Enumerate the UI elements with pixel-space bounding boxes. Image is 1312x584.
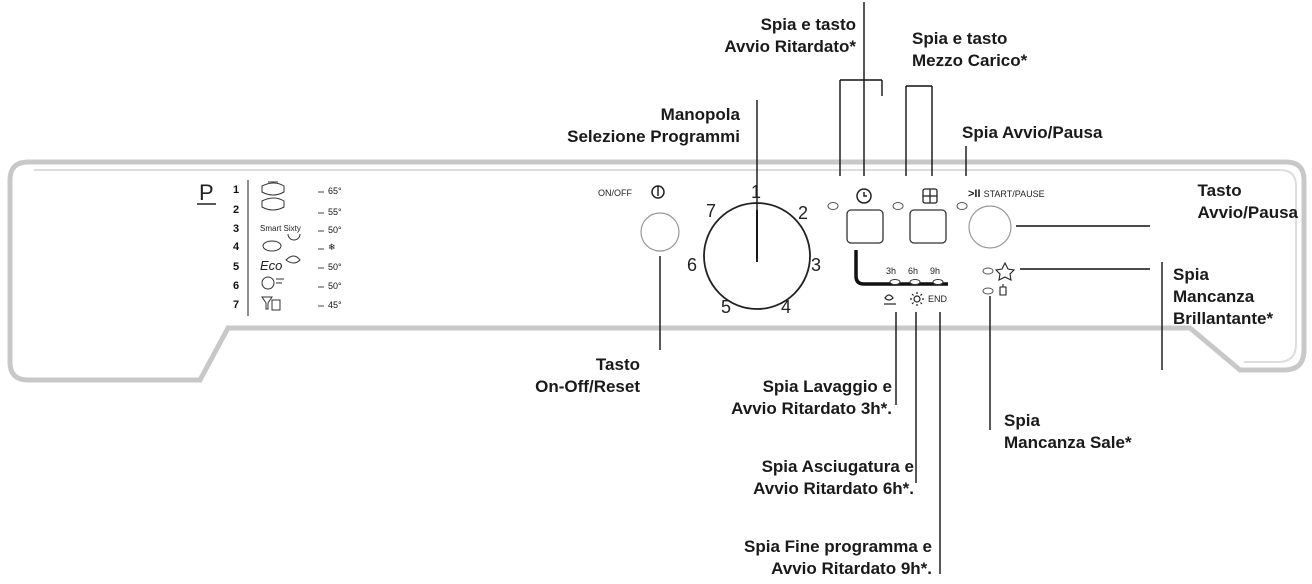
rapid-wash-icon: [287, 233, 301, 241]
wash-phase-icon: [884, 294, 896, 305]
dial-number-6: 6: [687, 255, 698, 275]
program-temp: 50°: [328, 262, 342, 272]
dial-number-7: 7: [706, 201, 717, 221]
program-number: 5: [233, 261, 240, 273]
callout-on-off-reset: Tasto On-Off/Reset: [535, 355, 640, 396]
delay-3h-label: 3h: [886, 266, 897, 276]
program-temp: 65°: [328, 186, 342, 196]
dial-number-4: 4: [781, 297, 792, 317]
program-number: 3: [233, 223, 240, 235]
delay-indicator-bar: [854, 250, 948, 286]
program-temp: 50°: [328, 281, 342, 291]
callout-wash-light: Spia Lavaggio e Avvio Ritardato 3h*.: [731, 377, 892, 418]
delay-9h-label: 9h: [930, 266, 941, 276]
callout-rinse-aid: Spia Mancanza Brillantante*: [1173, 265, 1274, 328]
dial-number-1: 1: [751, 182, 762, 202]
panel-outline: [7, 159, 1307, 383]
program-icon-text: Eco: [260, 258, 283, 273]
callout-program-selector: Manopola Selezione Programmi: [567, 105, 740, 146]
program-number: 1: [233, 184, 240, 196]
soak-icon: [262, 240, 282, 252]
dial-number-3: 3: [811, 255, 822, 275]
callout-salt: Spia Mancanza Sale*: [1004, 411, 1132, 452]
program-number: 7: [233, 299, 240, 311]
salt-icon: [999, 284, 1007, 296]
delay-6h-label: 6h: [908, 266, 919, 276]
pot-heavy-icon: [261, 181, 285, 196]
power-icon: [651, 185, 665, 199]
delay-leds: [889, 279, 944, 285]
callout-dry-light: Spia Asciugatura e Avvio Ritardato 6h*.: [753, 457, 914, 498]
leader-lines: [659, 2, 1163, 574]
dry-phase-icon: [910, 292, 924, 306]
program-number: 4: [233, 241, 240, 253]
callout-start-pause-light: Spia Avvio/Pausa: [962, 123, 1103, 142]
program-icons: [261, 181, 301, 311]
program-temp: 50°: [328, 225, 342, 235]
delay-start-led: [827, 202, 839, 210]
on-off-button[interactable]: [640, 212, 680, 252]
program-number: 6: [233, 280, 240, 292]
dial-number-5: 5: [721, 297, 732, 317]
program-temp: 45°: [328, 300, 342, 310]
half-load-led: [892, 202, 904, 210]
pot-normal-icon: [261, 197, 285, 211]
glass-wash-icon: [261, 296, 281, 311]
on-off-label: ON/OFF: [598, 188, 632, 198]
daily-wash-icon: [261, 276, 284, 290]
rinse-aid-icon: [994, 261, 1016, 281]
start-pause-label: >II START/PAUSE: [968, 188, 1045, 200]
rinse-aid-led: [982, 267, 994, 275]
timer-icon: [856, 188, 872, 204]
program-number: 2: [233, 204, 240, 216]
start-pause-label-text: START/PAUSE: [983, 189, 1045, 199]
callout-start-pause-button: Tasto Avvio/Pausa: [1197, 181, 1298, 222]
eco-leaf-icon: [285, 255, 301, 264]
program-temp: ❄: [328, 242, 336, 252]
end-label: END: [928, 294, 948, 304]
program-icon-text: Smart Sixty: [260, 224, 301, 233]
dial-number-2: 2: [798, 203, 809, 223]
half-load-button[interactable]: [909, 209, 947, 244]
start-pause-button[interactable]: [968, 205, 1012, 249]
half-load-icon: [922, 188, 938, 204]
callout-delay-start: Spia e tasto Avvio Ritardato*: [724, 15, 856, 56]
callout-half-load: Spia e tasto Mezzo Carico*: [912, 29, 1028, 70]
delay-start-button[interactable]: [846, 209, 884, 244]
salt-led: [982, 287, 994, 295]
callout-end-light: Spia Fine programma e Avvio Ritardato 9h…: [744, 537, 932, 578]
start-pause-led: [956, 202, 968, 210]
program-temp: 55°: [328, 207, 342, 217]
program-letter: P: [199, 180, 214, 205]
